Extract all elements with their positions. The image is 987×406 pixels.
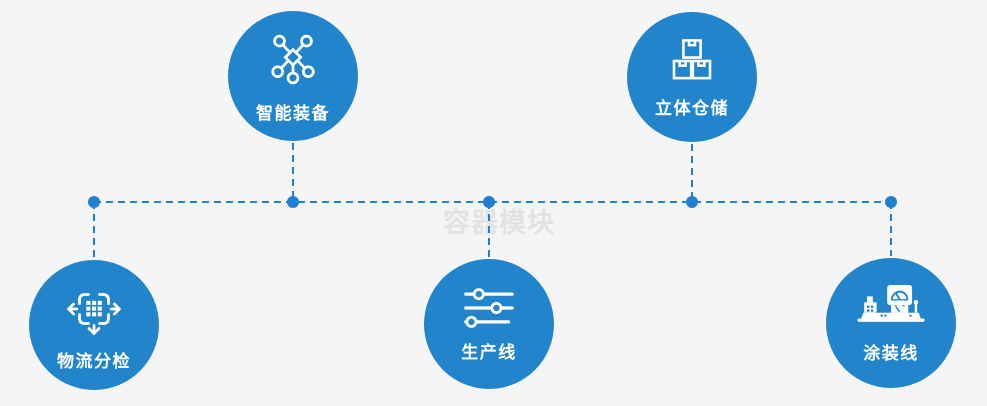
- node-smart-equipment: 智能装备: [228, 11, 358, 141]
- watermark-text: 容器模块: [443, 208, 555, 238]
- junction-dot: [287, 196, 299, 208]
- node-stereo-warehouse: 立体仓储: [627, 12, 757, 142]
- junction-dot: [686, 196, 698, 208]
- node-label: 立体仓储: [655, 99, 729, 118]
- node-logistics-sorting: 物流分检: [29, 260, 159, 390]
- sorting-dispatch-icon: [67, 293, 121, 335]
- node-label: 物流分检: [57, 352, 131, 371]
- junction-dot: [483, 196, 495, 208]
- node-label: 生产线: [461, 343, 517, 362]
- control-station-icon: [857, 284, 925, 322]
- junction-dot: [88, 196, 100, 208]
- network-nodes-icon: [271, 34, 315, 85]
- stacked-boxes-icon: [672, 39, 712, 80]
- sliders-icon: [464, 288, 514, 328]
- node-painting-line: 涂装线: [826, 258, 956, 388]
- junction-dot: [885, 196, 897, 208]
- node-label: 智能装备: [256, 104, 330, 123]
- node-production-line: 生产线: [424, 259, 554, 389]
- node-label: 涂装线: [863, 344, 919, 363]
